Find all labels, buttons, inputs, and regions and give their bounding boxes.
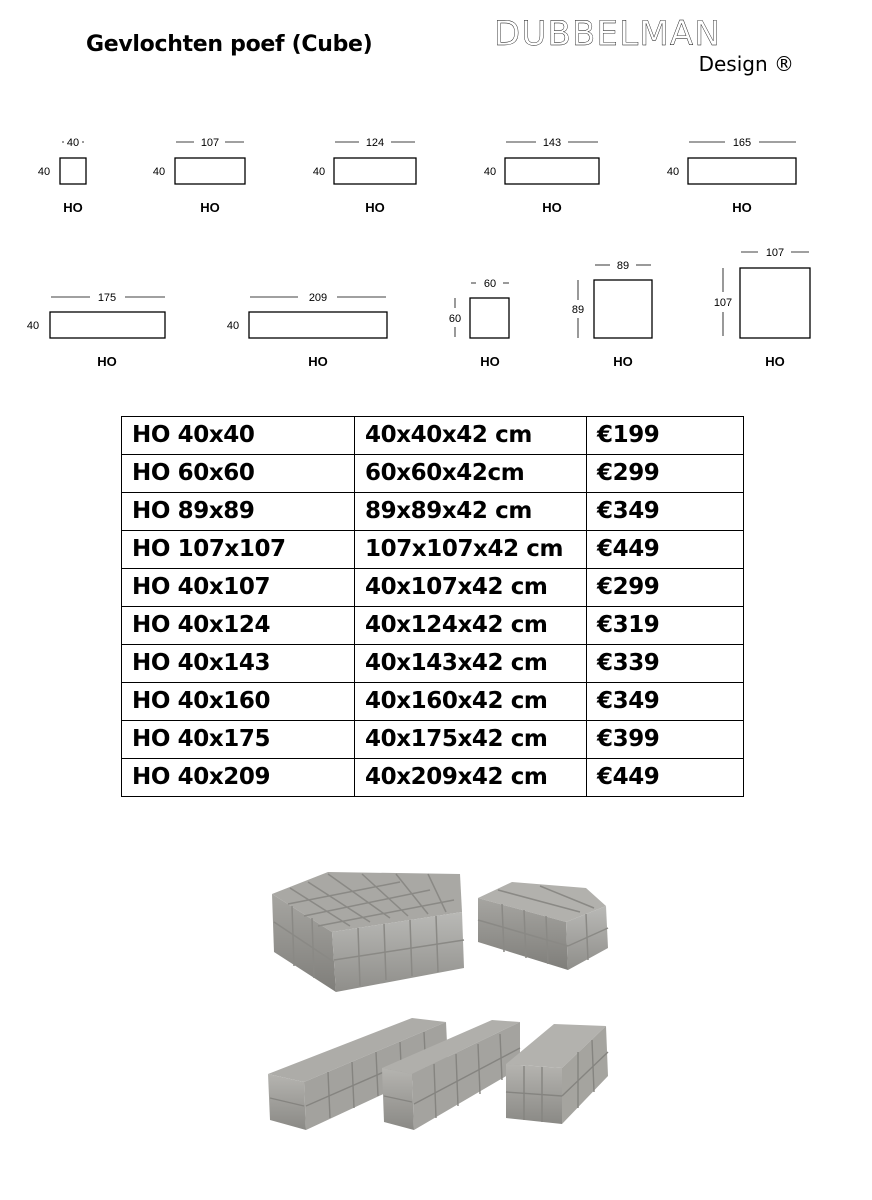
price-cell: €449 [586, 530, 744, 569]
price-cell: €339 [586, 644, 744, 683]
width-label: 165 [733, 137, 751, 149]
width-label: 89 [617, 260, 629, 272]
size-cell: 40x209x42 cm [354, 758, 587, 797]
model-cell: HO 60x60 [121, 454, 355, 493]
code-label: HO [542, 200, 562, 215]
price-cell: €349 [586, 682, 744, 721]
dimension-item: 107 40 HO [153, 137, 246, 215]
dimension-rect [174, 157, 246, 185]
model-cell: HO 40x40 [121, 416, 355, 455]
width-label: 124 [366, 137, 384, 149]
model-cell: HO 40x143 [121, 644, 355, 683]
dimension-item: 89 89 HO [572, 260, 653, 369]
brand-logo: DUBBELMAN Design ® [494, 14, 798, 76]
code-label: HO [97, 354, 117, 369]
model-cell: HO 89x89 [121, 492, 355, 531]
model-cell: HO 40x107 [121, 568, 355, 607]
dimension-diagrams: 40 40 HO 107 40 HO 124 40 HO 143 40 HO 1… [27, 137, 811, 369]
dimension-item: 40 40 HO [38, 137, 87, 215]
size-cell: 40x40x42 cm [354, 416, 587, 455]
dimension-item: 143 40 HO [484, 137, 600, 215]
brand-subtitle: Design ® [698, 52, 794, 76]
model-cell: HO 107x107 [121, 530, 355, 569]
size-cell: 89x89x42 cm [354, 492, 587, 531]
size-cell: 40x143x42 cm [354, 644, 587, 683]
dimension-rect [739, 267, 811, 339]
price-cell: €399 [586, 720, 744, 759]
price-cell: €199 [586, 416, 744, 455]
depth-label: 40 [313, 166, 325, 178]
size-cell: 40x124x42 cm [354, 606, 587, 645]
dimension-item: 124 40 HO [313, 137, 417, 215]
width-label: 107 [766, 247, 784, 259]
code-label: HO [613, 354, 633, 369]
model-cell: HO 40x175 [121, 720, 355, 759]
code-label: HO [765, 354, 785, 369]
size-cell: 40x107x42 cm [354, 568, 587, 607]
size-cell: 40x175x42 cm [354, 720, 587, 759]
depth-label: 107 [714, 297, 732, 309]
dimension-rect [687, 157, 797, 185]
dimension-rect [59, 157, 87, 185]
dimension-rect [504, 157, 600, 185]
depth-label: 40 [38, 166, 50, 178]
dimension-item: 107 107 HO [714, 247, 811, 369]
width-label: 107 [201, 137, 219, 149]
size-cell: 40x160x42 cm [354, 682, 587, 721]
model-cell: HO 40x209 [121, 758, 355, 797]
width-label: 209 [309, 292, 327, 304]
size-cell: 60x60x42cm [354, 454, 587, 493]
code-label: HO [732, 200, 752, 215]
width-label: 40 [67, 137, 79, 149]
width-label: 60 [484, 278, 496, 290]
code-label: HO [200, 200, 220, 215]
price-cell: €299 [586, 454, 744, 493]
depth-label: 60 [449, 313, 461, 325]
page-title: Gevlochten poef (Cube) [86, 32, 373, 57]
depth-label: 89 [572, 304, 584, 316]
dimension-item: 165 40 HO [667, 137, 797, 215]
price-cell: €349 [586, 492, 744, 531]
dimension-item: 60 60 HO [449, 278, 510, 369]
code-label: HO [308, 354, 328, 369]
model-cell: HO 40x124 [121, 606, 355, 645]
model-cell: HO 40x160 [121, 682, 355, 721]
depth-label: 40 [153, 166, 165, 178]
dimension-item: 209 40 HO [227, 292, 388, 369]
depth-label: 40 [667, 166, 679, 178]
dimension-rect [49, 311, 166, 339]
code-label: HO [480, 354, 500, 369]
product-photo-poufs [272, 872, 609, 992]
code-label: HO [365, 200, 385, 215]
price-cell: €449 [586, 758, 744, 797]
depth-label: 40 [27, 320, 39, 332]
dimension-rect [469, 297, 510, 339]
dimension-item: 175 40 HO [27, 292, 166, 369]
dimension-rect [248, 311, 388, 339]
product-photo-benches [268, 1018, 609, 1130]
width-label: 143 [543, 137, 561, 149]
depth-label: 40 [484, 166, 496, 178]
price-cell: €319 [586, 606, 744, 645]
depth-label: 40 [227, 320, 239, 332]
size-cell: 107x107x42 cm [354, 530, 587, 569]
price-cell: €299 [586, 568, 744, 607]
brand-name: DUBBELMAN [494, 14, 721, 54]
width-label: 175 [98, 292, 116, 304]
dimension-rect [333, 157, 417, 185]
dimension-rect [593, 279, 653, 339]
code-label: HO [63, 200, 83, 215]
